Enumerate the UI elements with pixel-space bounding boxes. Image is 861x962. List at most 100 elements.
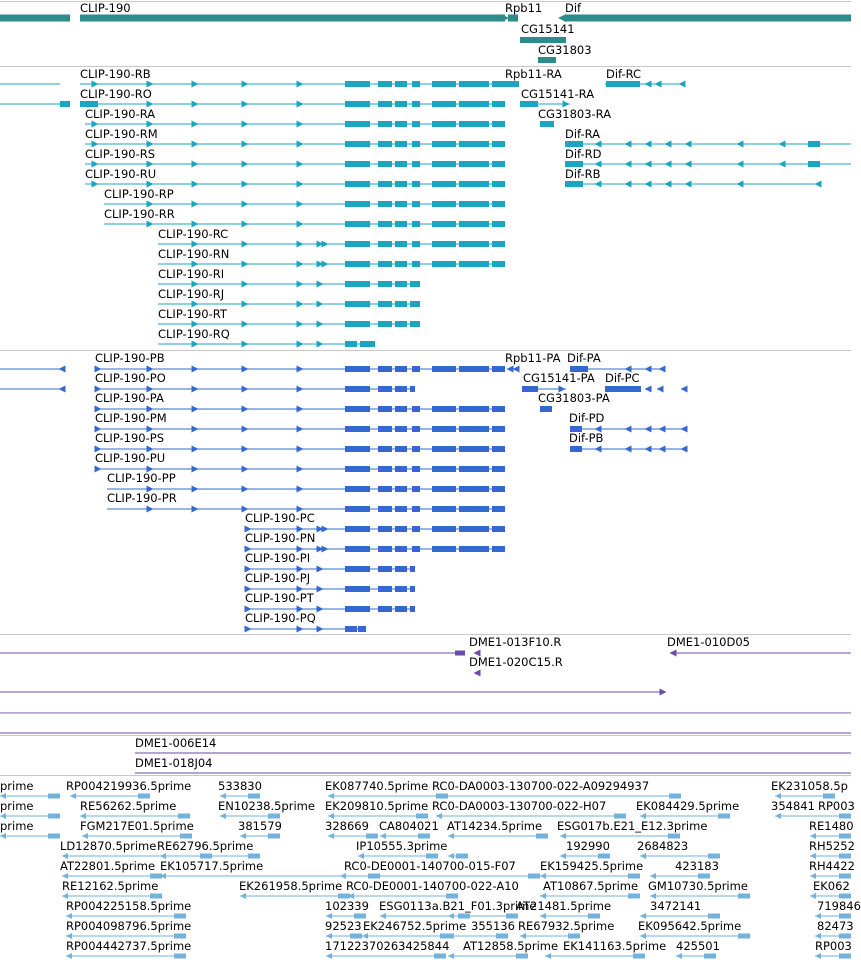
transcript-label[interactable]: CLIP-190-RS — [85, 147, 156, 161]
transcript-exon[interactable] — [459, 101, 489, 107]
est-label[interactable]: AT14234.5prime — [447, 819, 543, 833]
protein-direction-arrow[interactable] — [244, 545, 252, 553]
protein-block[interactable] — [345, 586, 370, 592]
est-block[interactable] — [839, 873, 851, 879]
protein-block[interactable] — [432, 366, 456, 372]
transcript-label[interactable]: CLIP-190-RR — [104, 207, 175, 221]
est-arrow[interactable] — [326, 933, 332, 939]
protein-label[interactable]: CLIP-190-PT — [245, 591, 314, 605]
est-label[interactable]: RP003 — [815, 939, 852, 953]
est-label[interactable]: RC0-DE0001-140700-015-F07 — [344, 859, 516, 873]
est-label[interactable]: 423183 — [675, 859, 719, 873]
est-block[interactable] — [528, 873, 540, 879]
transcript-direction-arrow[interactable] — [664, 140, 672, 148]
transcript-exon[interactable] — [360, 341, 375, 347]
protein-direction-arrow[interactable] — [191, 485, 199, 493]
transcript-label[interactable]: Rpb11-RA — [505, 67, 562, 81]
transcript-direction-arrow[interactable] — [146, 140, 154, 148]
transcript-direction-arrow[interactable] — [191, 320, 199, 328]
protein-direction-arrow[interactable] — [244, 585, 252, 593]
protein-direction-arrow[interactable] — [94, 405, 102, 413]
transcript-label[interactable]: CLIP-190-RI — [158, 267, 225, 281]
transcript-direction-arrow[interactable] — [654, 80, 662, 88]
protein-block[interactable] — [345, 486, 370, 492]
protein-direction-arrow[interactable] — [296, 505, 304, 513]
est-block[interactable] — [614, 813, 626, 819]
clone-label[interactable]: DME1-010D05 — [667, 635, 750, 649]
est-label[interactable]: 355136 — [471, 919, 515, 933]
est-label[interactable]: 328669 — [325, 819, 369, 833]
est-arrow[interactable] — [436, 793, 442, 799]
transcript-direction-arrow[interactable] — [191, 240, 199, 248]
transcript-direction-arrow[interactable] — [191, 220, 199, 228]
transcript-direction-arrow[interactable] — [296, 280, 304, 288]
transcript-exon[interactable] — [492, 121, 505, 127]
transcript-exon[interactable] — [395, 121, 407, 127]
protein-direction-arrow[interactable] — [296, 565, 304, 573]
transcript-label[interactable]: Dif-RD — [565, 147, 602, 161]
transcript-exon[interactable] — [412, 121, 420, 127]
transcript-exon[interactable] — [378, 201, 392, 207]
est-block[interactable] — [823, 793, 835, 799]
transcript-direction-arrow[interactable] — [191, 80, 199, 88]
est-arrow[interactable] — [362, 933, 368, 939]
est-block[interactable] — [708, 853, 720, 859]
protein-direction-arrow[interactable] — [658, 365, 666, 373]
transcript-direction-arrow[interactable] — [644, 140, 652, 148]
transcript-exon[interactable] — [459, 201, 489, 207]
protein-block[interactable] — [412, 546, 420, 552]
transcript-label[interactable]: CLIP-190-RT — [158, 307, 227, 321]
transcript-exon[interactable] — [378, 121, 392, 127]
transcript-direction-arrow[interactable] — [321, 260, 329, 268]
transcript-label[interactable]: CLIP-190-RB — [80, 67, 151, 81]
est-block[interactable] — [669, 793, 681, 799]
transcript-direction-arrow[interactable] — [644, 180, 652, 188]
protein-block[interactable] — [412, 486, 420, 492]
est-block[interactable] — [839, 933, 851, 939]
est-block[interactable] — [496, 933, 508, 939]
protein-label[interactable]: CLIP-190-PC — [245, 511, 315, 525]
est-label[interactable]: EK261958.5prime — [239, 879, 343, 893]
transcript-direction-arrow[interactable] — [316, 300, 324, 308]
transcript-direction-arrow[interactable] — [644, 160, 652, 168]
protein-direction-arrow[interactable] — [146, 465, 154, 473]
est-block[interactable] — [839, 893, 851, 899]
est-label[interactable]: 354841 — [771, 799, 815, 813]
protein-block[interactable] — [378, 586, 392, 592]
est-block[interactable] — [248, 853, 260, 859]
transcript-direction-arrow[interactable] — [91, 160, 99, 168]
est-block[interactable] — [588, 913, 600, 919]
transcript-exon[interactable] — [492, 241, 505, 247]
protein-label[interactable]: CLIP-190-PO — [95, 371, 166, 385]
est-block[interactable] — [440, 933, 452, 939]
protein-block[interactable] — [345, 366, 370, 372]
transcript-exon[interactable] — [395, 161, 407, 167]
transcript-direction-arrow[interactable] — [91, 140, 99, 148]
transcript-exon[interactable] — [432, 201, 456, 207]
est-label[interactable]: 17122370263425844 — [325, 939, 450, 953]
protein-block[interactable] — [345, 526, 370, 532]
transcript-direction-arrow[interactable] — [296, 200, 304, 208]
protein-block[interactable] — [492, 526, 505, 532]
est-block[interactable] — [416, 813, 428, 819]
est-arrow[interactable] — [82, 833, 88, 839]
transcript-exon[interactable] — [80, 101, 98, 107]
gene-label[interactable]: Dif — [565, 1, 582, 15]
transcript-direction-arrow[interactable] — [191, 260, 199, 268]
est-label[interactable]: RC0-DE0001-140700-022-A10 — [346, 879, 519, 893]
transcript-exon[interactable] — [565, 181, 583, 187]
est-label[interactable]: FGM217E01.5prime — [80, 819, 194, 833]
transcript-label[interactable]: CG31803-RA — [538, 107, 612, 121]
protein-label[interactable]: CG31803-PA — [538, 391, 610, 405]
transcript-exon[interactable] — [345, 301, 370, 307]
transcript-direction-arrow[interactable] — [594, 140, 602, 148]
transcript-direction-arrow[interactable] — [321, 240, 329, 248]
transcript-direction-arrow[interactable] — [241, 200, 249, 208]
est-label[interactable]: prime — [0, 779, 34, 793]
protein-block[interactable] — [395, 566, 407, 572]
est-arrow[interactable] — [240, 893, 246, 899]
protein-label[interactable]: CLIP-190-PA — [95, 391, 164, 405]
protein-block[interactable] — [432, 426, 456, 432]
transcript-direction-arrow[interactable] — [296, 320, 304, 328]
protein-direction-arrow[interactable] — [644, 365, 652, 373]
